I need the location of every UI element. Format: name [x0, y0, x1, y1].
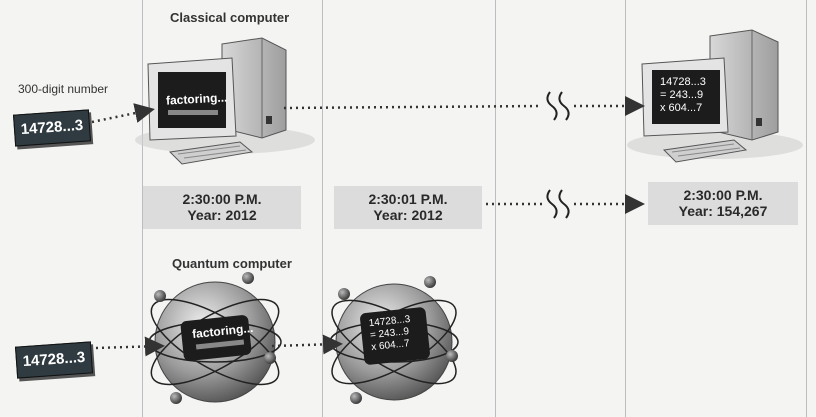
classical-screen-start	[158, 72, 226, 128]
classical-screen-result	[652, 70, 720, 124]
time-value: 2:30:01 P.M.	[368, 191, 448, 207]
classical-computer-result	[627, 29, 803, 163]
year-value: Year: 2012	[187, 207, 257, 223]
column-divider	[322, 0, 323, 417]
time-value: 2:30:00 P.M.	[182, 191, 262, 207]
arrow-quantum-to-result	[271, 334, 343, 355]
quantum-computer-title: Quantum computer	[172, 256, 292, 271]
time-break-symbol	[546, 91, 570, 121]
arrow-input-to-quantum	[95, 336, 165, 357]
time-break-symbol	[546, 189, 570, 219]
time-box-future: 2:30:00 P.M. Year: 154,267	[648, 182, 798, 225]
year-value: Year: 2012	[373, 207, 443, 223]
result-line: = 243...9	[660, 89, 704, 101]
result-line: x 604...7	[660, 102, 703, 114]
arrow-input-to-classical	[91, 103, 155, 124]
classical-computer-start	[135, 37, 315, 165]
column-divider	[495, 0, 496, 417]
quantum-screen-result	[360, 307, 430, 365]
classical-progress-bar	[168, 110, 218, 115]
year-value: Year: 154,267	[678, 203, 768, 219]
time-box-start: 2:30:00 P.M. Year: 2012	[143, 186, 301, 229]
column-divider	[806, 0, 807, 417]
time-value: 2:30:00 P.M.	[683, 187, 763, 203]
arrow-classical-running	[283, 104, 541, 110]
time-box-after-one-second: 2:30:01 P.M. Year: 2012	[334, 186, 482, 229]
result-line: 14728...3	[660, 76, 706, 88]
quantum-screen-start	[180, 315, 252, 361]
quantum-result-text: 14728...3 = 243...9 x 604...7	[368, 314, 413, 354]
classical-computer-title: Classical computer	[170, 10, 290, 25]
input-label: 300-digit number	[18, 82, 109, 96]
classical-result-text: 14728...3 = 243...9 x 604...7	[660, 76, 706, 115]
column-divider	[142, 0, 143, 417]
quantum-computer-result	[329, 276, 459, 404]
